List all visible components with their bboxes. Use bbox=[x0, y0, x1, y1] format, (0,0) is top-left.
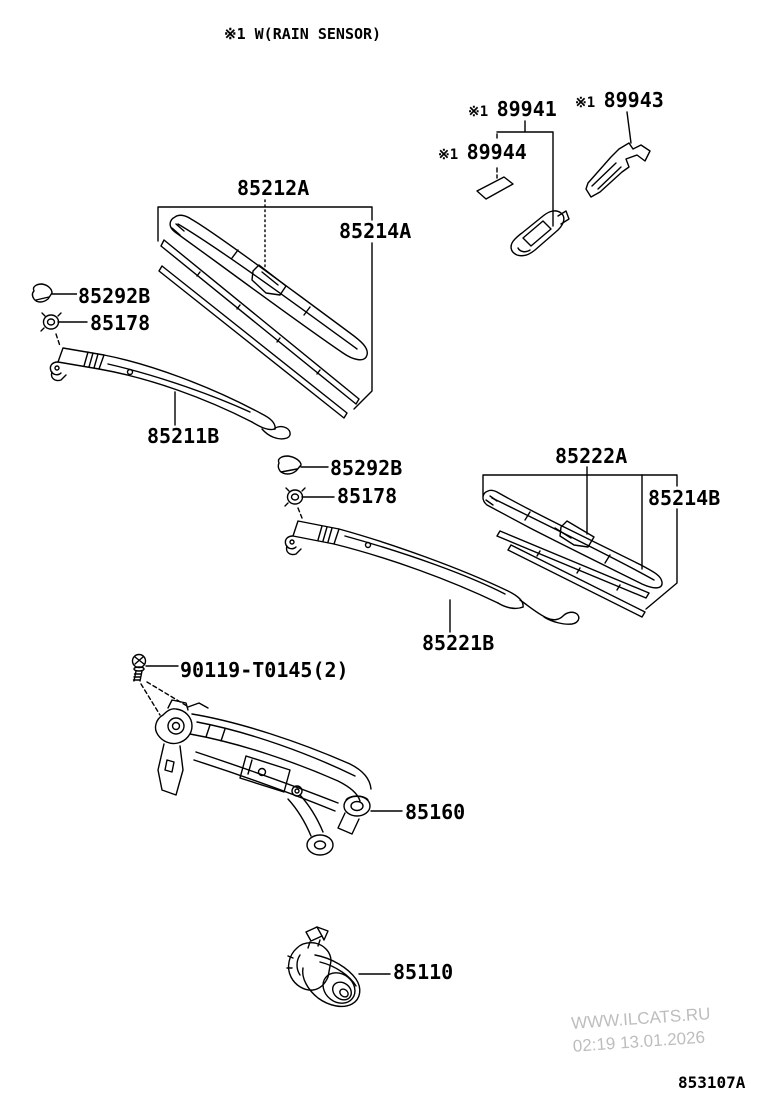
part-number: 89941 bbox=[496, 97, 557, 121]
part-label-85160[interactable]: 85160 bbox=[404, 800, 467, 824]
footnote-marker: ※1 bbox=[438, 147, 467, 163]
figure-code: 853107A bbox=[678, 1073, 746, 1092]
note-rain-sensor: ※1 W(RAIN SENSOR) bbox=[224, 25, 382, 43]
part-number: 89944 bbox=[466, 140, 527, 164]
part-label-85212A[interactable]: 85212A bbox=[236, 176, 311, 200]
footnote-marker: ※1 bbox=[468, 104, 497, 120]
rain-sensor-group bbox=[476, 111, 651, 257]
wiper-arm-1 bbox=[49, 347, 291, 440]
wiper-motor-85110 bbox=[286, 926, 391, 1008]
pivot-nut-1 bbox=[40, 312, 88, 347]
part-label-85214B[interactable]: 85214B bbox=[647, 486, 722, 510]
wiper-blade-assembly-2 bbox=[482, 466, 678, 618]
part-label-85292B-1[interactable]: 85292B bbox=[77, 284, 152, 308]
part-label-90119-T0145[interactable]: 90119-T0145(2) bbox=[179, 658, 350, 682]
part-label-89944[interactable]: ※1 89944 bbox=[437, 142, 528, 162]
part-label-85211B[interactable]: 85211B bbox=[146, 424, 221, 448]
part-label-85221B[interactable]: 85221B bbox=[421, 631, 496, 655]
wiper-blade-assembly-1 bbox=[157, 199, 373, 419]
part-label-89943[interactable]: ※1 89943 bbox=[574, 90, 665, 110]
part-label-85178-1[interactable]: 85178 bbox=[89, 311, 152, 335]
wiper-link-85160 bbox=[154, 699, 403, 856]
part-label-85214A[interactable]: 85214A bbox=[338, 219, 413, 243]
part-label-85110[interactable]: 85110 bbox=[392, 960, 455, 984]
part-label-85222A[interactable]: 85222A bbox=[554, 444, 629, 468]
pivot-cap-2 bbox=[277, 455, 329, 475]
watermark: WWW.ILCATS.RU 02:19 13.01.2026 bbox=[571, 1003, 713, 1058]
part-label-85178-2[interactable]: 85178 bbox=[336, 484, 399, 508]
part-label-89941[interactable]: ※1 89941 bbox=[467, 99, 558, 119]
wiper-arm-2 bbox=[284, 520, 580, 633]
footnote-marker: ※1 bbox=[575, 95, 604, 111]
part-number: 89943 bbox=[603, 88, 664, 112]
part-label-85292B-2[interactable]: 85292B bbox=[329, 456, 404, 480]
pivot-cap-1 bbox=[31, 283, 78, 303]
pivot-nut-2 bbox=[284, 487, 335, 519]
